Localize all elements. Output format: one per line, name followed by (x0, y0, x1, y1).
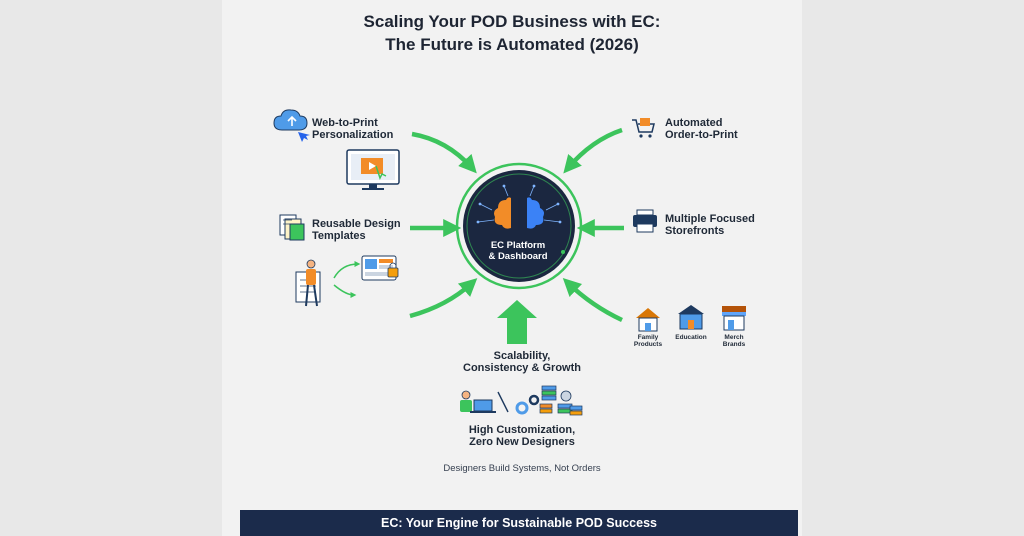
hub-label-line-1: EC Platform (490, 240, 546, 251)
arrow-from-lower-left (409, 278, 478, 319)
infographic-canvas: Scaling Your POD Business with EC: The F… (222, 0, 802, 536)
node-storefronts: Multiple Focused Storefronts (665, 213, 755, 237)
monitor-play-icon (346, 149, 400, 190)
node-order-to-print: Automated Order-to-Print (665, 117, 738, 141)
customization-label: High Customization, Zero New Designers (468, 424, 576, 448)
node-web-to-print: Web-to-Print Personalization (312, 117, 394, 141)
storefront-merch-label: Merch Brands (722, 334, 746, 348)
school-icon (678, 305, 704, 330)
shop-icon (722, 306, 746, 331)
template-docs-icon (279, 214, 305, 241)
arrow-from-web-to-print (411, 131, 477, 174)
hub-outer-ring (455, 162, 583, 290)
diagram-arrows (273, 109, 746, 416)
hub-label-line-2: & Dashboard (488, 251, 548, 262)
arrow-from-storefront-types (562, 278, 623, 323)
designers-note: Designers Build Systems, Not Orders (443, 463, 601, 474)
scalability-label: Scalability, Consistency & Growth (463, 350, 581, 374)
page-title: Scaling Your POD Business with EC: The F… (222, 10, 802, 56)
title-line-2: The Future is Automated (2026) (385, 35, 639, 54)
storefront-education-label: Education (675, 334, 707, 341)
designer-laptop-icon (460, 390, 509, 413)
cloud-upload-icon (273, 109, 310, 142)
store-family-icon (636, 308, 660, 332)
hub-label: EC Platform & Dashboard (482, 240, 554, 262)
printer-icon (633, 209, 657, 233)
arrow-from-order-to-print (563, 127, 623, 174)
arrow-up-scalability (497, 300, 537, 344)
node-reusable-templates: Reusable Design Templates (312, 218, 401, 242)
layout-lock-icon (361, 255, 399, 281)
footer-banner: EC: Your Engine for Sustainable POD Succ… (240, 510, 798, 536)
cart-icon (632, 118, 655, 138)
storefront-family-label: Family Products (633, 334, 663, 348)
gears-stack-icon (515, 385, 583, 416)
title-line-1: Scaling Your POD Business with EC: (363, 12, 661, 31)
brain-circuit-icon (476, 184, 565, 254)
designer-person-icon (295, 259, 361, 307)
